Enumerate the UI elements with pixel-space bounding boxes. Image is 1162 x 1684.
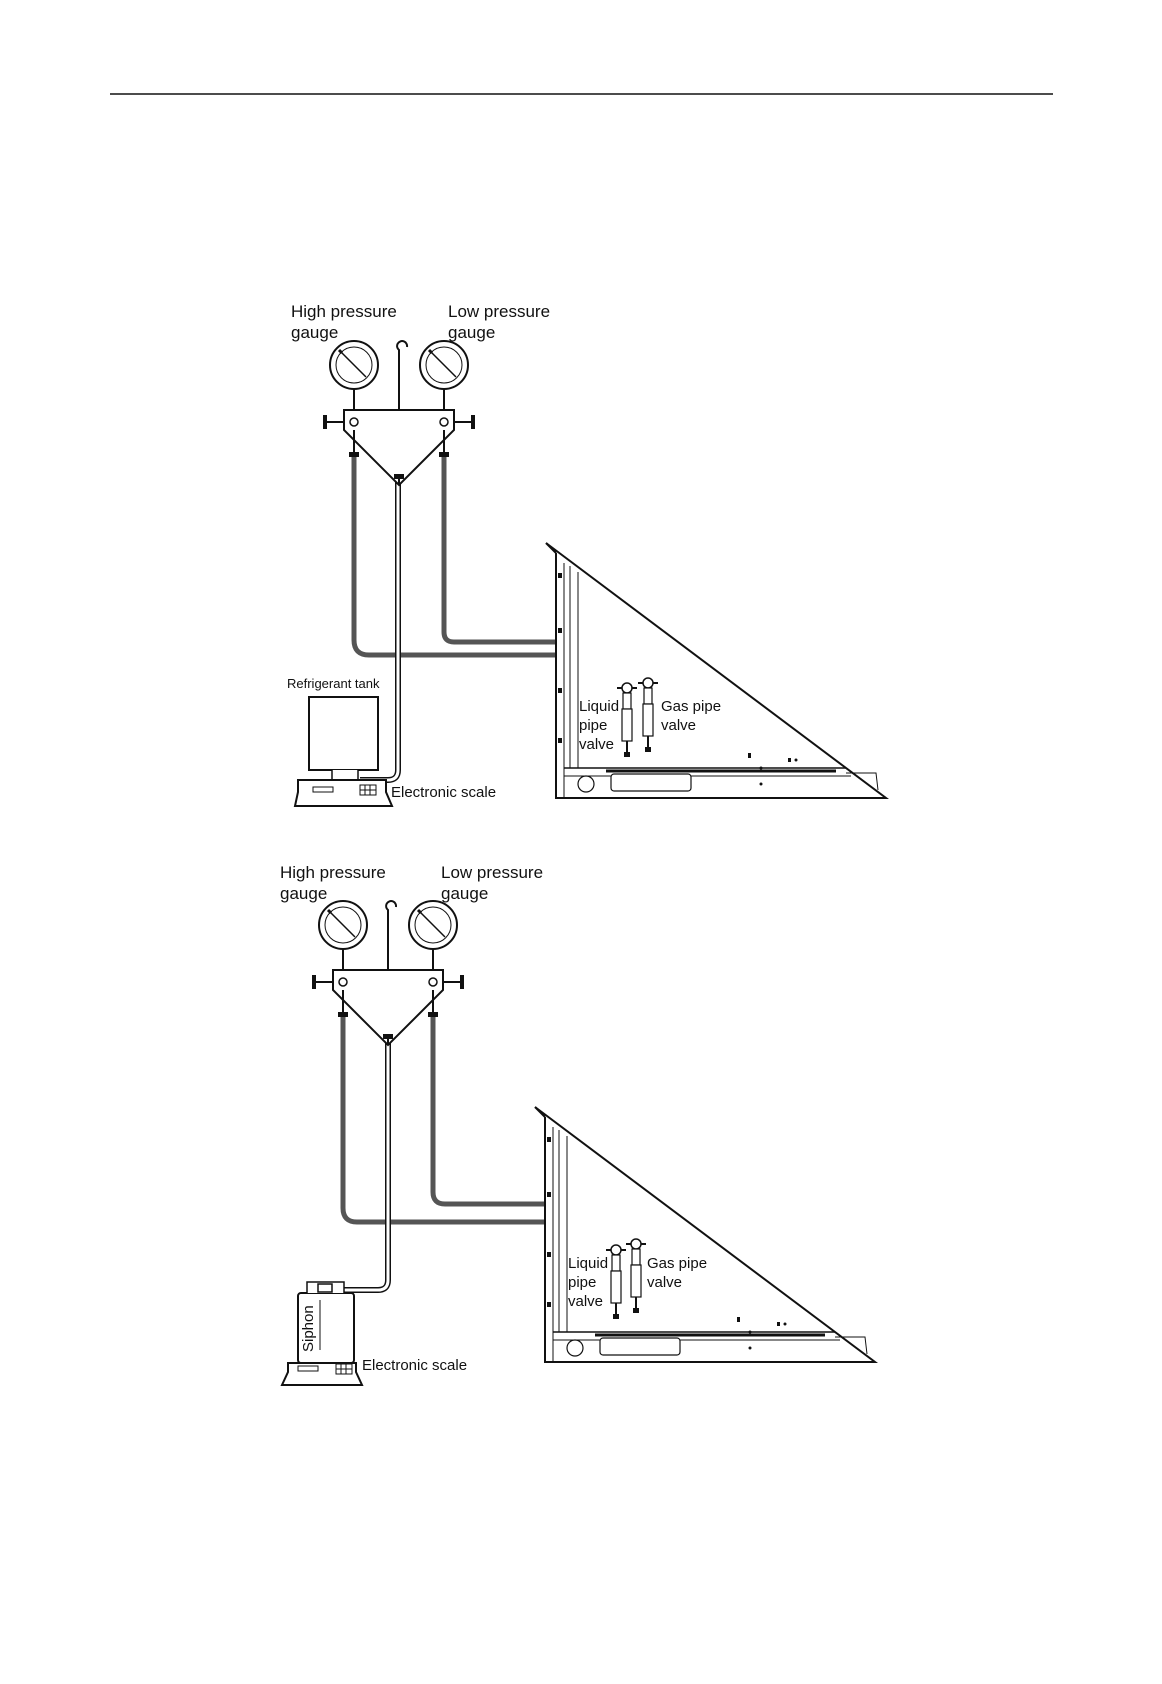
electronic-scale xyxy=(295,780,392,806)
charging-hose xyxy=(342,1037,388,1290)
refrigerant-tank xyxy=(309,697,378,770)
tank-label: Refrigerant tank xyxy=(287,676,380,691)
high-pressure-gauge-icon xyxy=(330,341,378,389)
outdoor-unit xyxy=(546,543,886,798)
low-pressure-gauge-icon xyxy=(409,901,457,949)
scale-label: Electronic scale xyxy=(362,1357,467,1374)
high-pressure-gauge-icon xyxy=(319,901,367,949)
electronic-scale xyxy=(282,1363,362,1385)
low-pressure-gauge-icon xyxy=(420,341,468,389)
outdoor-unit xyxy=(535,1107,875,1362)
scale-label: Electronic scale xyxy=(391,784,496,801)
siphon-label: Siphon xyxy=(300,1305,317,1352)
